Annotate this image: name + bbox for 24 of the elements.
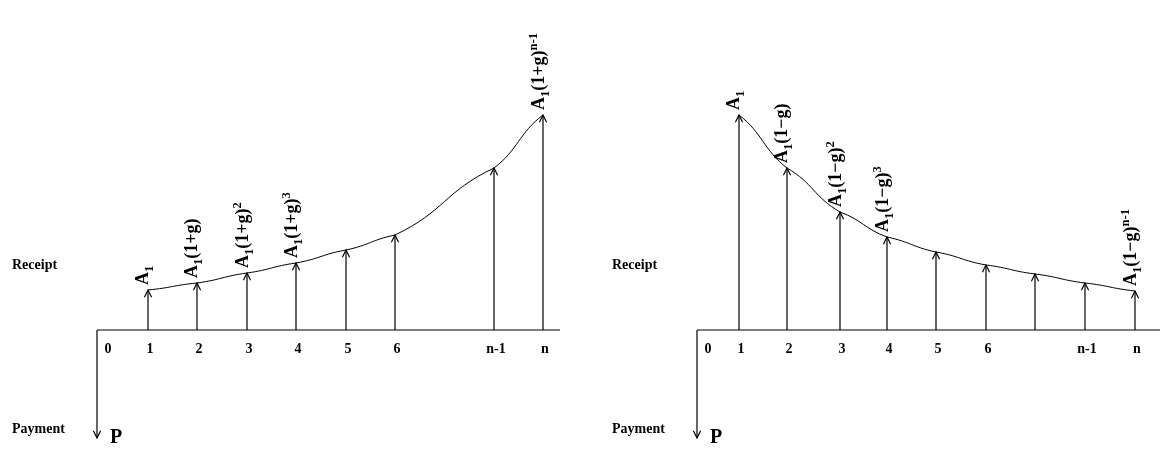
present-value-label: P bbox=[710, 426, 723, 446]
period-label: 1 bbox=[737, 342, 745, 356]
receipt-label: Receipt bbox=[12, 258, 58, 272]
period-label: 2 bbox=[785, 342, 793, 356]
period-label: 5 bbox=[344, 342, 352, 356]
period-label: 4 bbox=[885, 342, 893, 356]
payment-label: Payment bbox=[612, 422, 665, 436]
period-label: n-1 bbox=[1077, 342, 1097, 356]
period-label: 4 bbox=[294, 342, 302, 356]
period-label: 6 bbox=[393, 342, 401, 356]
period-label: 3 bbox=[838, 342, 846, 356]
present-value-label: P bbox=[110, 426, 123, 446]
period-label: 2 bbox=[195, 342, 203, 356]
payment-label: Payment bbox=[12, 422, 65, 436]
period-label: 5 bbox=[934, 342, 942, 356]
period-label: n bbox=[1133, 342, 1141, 356]
period-label: 6 bbox=[984, 342, 992, 356]
period-label: n-1 bbox=[486, 342, 506, 356]
period-label: 0 bbox=[704, 342, 712, 356]
period-label: 3 bbox=[245, 342, 253, 356]
period-label: 1 bbox=[146, 342, 154, 356]
period-label: n bbox=[541, 342, 549, 356]
period-label: 0 bbox=[104, 342, 112, 356]
receipt-label: Receipt bbox=[612, 258, 658, 272]
